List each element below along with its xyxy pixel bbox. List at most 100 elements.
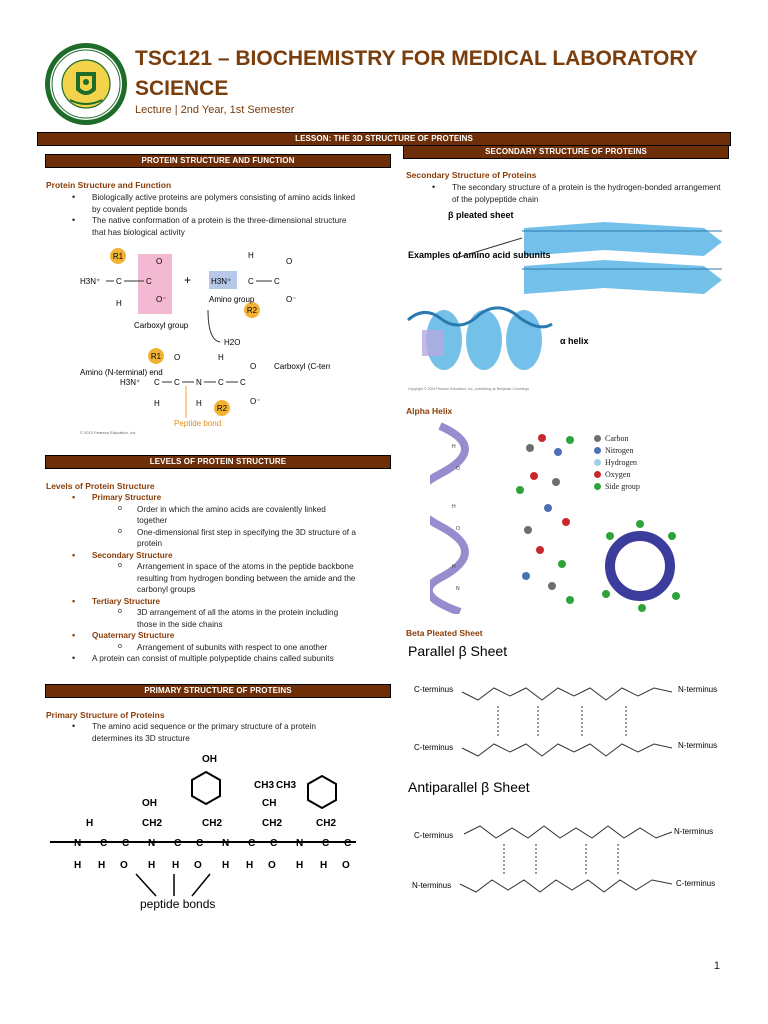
oxygen-dot-icon (594, 470, 601, 478)
page-number: 1 (713, 960, 720, 972)
amino-end-label: Amino (N-terminal) end (80, 368, 163, 377)
n-terminus-label: N-terminus (412, 881, 451, 890)
list-item: Arrangement in space of the atoms in the… (46, 560, 358, 596)
carbon-dot-icon (594, 434, 601, 442)
lesson-bar: LESSON: THE 3D STRUCTURE OF PROTEINS (37, 132, 731, 146)
c-terminus-label: C-terminus (414, 685, 453, 694)
svg-text:H: H (222, 860, 229, 871)
c-terminus-label: C-terminus (676, 879, 715, 888)
svg-text:N: N (296, 838, 303, 849)
side-group-dot-icon (594, 482, 601, 490)
examples-label: Examples of amino acid subunits (408, 250, 551, 260)
svg-text:O: O (456, 526, 460, 532)
svg-text:C: C (270, 838, 277, 849)
svg-text:O: O (120, 860, 128, 871)
ch-label: CH (262, 798, 276, 809)
list-item: Arrangement of subunits with respect to … (46, 641, 358, 654)
svg-text:N: N (74, 838, 81, 849)
h-label: H (218, 353, 224, 362)
list-item: 3D arrangement of all the atoms in the p… (46, 606, 358, 630)
o-label: O (250, 362, 256, 371)
legend-item-oxygen: Oxygen (594, 468, 684, 480)
c-terminus-label: C-terminus (414, 743, 453, 752)
secondary-structure-figure: β pleated sheet Examples of amino acid s… (404, 208, 726, 394)
svg-text:H: H (172, 860, 179, 871)
section-heading-beta-sheet: Beta Pleated Sheet (406, 628, 483, 638)
h-label: H (248, 251, 254, 260)
atom-legend: Carbon Nitrogen Hydrogen Oxygen Side gro… (594, 432, 684, 492)
svg-text:O: O (456, 466, 460, 472)
hydrogen-dot-icon (594, 458, 601, 466)
ch3-label: CH3 (276, 780, 296, 791)
level-tertiary: Tertiary Structure (46, 596, 358, 608)
levels-list: Primary Structure Order in which the ami… (46, 492, 358, 665)
c-label: C (274, 277, 280, 286)
svg-text:N: N (148, 838, 155, 849)
h3n-label: H3N⁺ (211, 277, 231, 286)
c-label: C (146, 277, 152, 286)
h-label: H (116, 299, 122, 308)
legend-item-carbon: Carbon (594, 432, 684, 444)
list-item: The amino acid sequence or the primary s… (46, 721, 356, 744)
o-minus-label: O⁻ (286, 295, 296, 304)
svg-text:H: H (148, 860, 155, 871)
c-terminus-label: C-terminus (414, 831, 453, 840)
h3n-label: H3N⁺ (80, 277, 100, 286)
nitrogen-dot-icon (594, 446, 601, 454)
section-bar-protein-structure: PROTEIN STRUCTURE AND FUNCTION (45, 154, 391, 168)
page-title: TSC121 – BIOCHEMISTRY FOR MEDICAL LABORA… (135, 47, 698, 100)
ch2-label: CH2 (142, 818, 162, 829)
svg-text:C: C (344, 838, 351, 849)
peptide-bond-formation-figure: R1 H3N⁺ C C O O⁻ H Carboxyl group + H3N⁺… (76, 244, 366, 438)
c-label: C (218, 378, 224, 387)
svg-text:H: H (452, 504, 456, 510)
level-quaternary: Quaternary Structure (46, 630, 358, 642)
r2-label: R2 (217, 404, 228, 413)
r1-label: R1 (151, 352, 162, 361)
svg-text:H: H (320, 860, 327, 871)
oh-label: OH (202, 754, 217, 765)
svg-text:H: H (296, 860, 303, 871)
o-label: O (286, 257, 292, 266)
o-minus-label: O⁻ (250, 397, 260, 406)
page-subtitle: Lecture | 2nd Year, 1st Semester (135, 104, 295, 116)
list-item: A protein can consist of multiple polype… (46, 653, 358, 665)
svg-text:N: N (456, 586, 460, 592)
section-heading-levels: Levels of Protein Structure (46, 481, 155, 491)
list-item: The secondary structure of a protein is … (406, 182, 726, 205)
ch2-label: CH2 (316, 818, 336, 829)
section-heading-protein-structure: Protein Structure and Function (46, 180, 172, 190)
legend-item-nitrogen: Nitrogen (594, 444, 684, 456)
level-secondary: Secondary Structure (46, 550, 358, 562)
section-heading-alpha-helix: Alpha Helix (406, 406, 453, 416)
svg-text:N: N (222, 838, 229, 849)
figure-copyright: Copyright © 2004 Pearson Education, Inc.… (408, 387, 529, 391)
o-label: O (156, 257, 162, 266)
o-label: O (174, 353, 180, 362)
svg-text:H: H (246, 860, 253, 871)
svg-text:C: C (122, 838, 129, 849)
legend-item-side-group: Side group (594, 480, 684, 492)
r1-label: R1 (113, 252, 124, 261)
c-label: C (248, 277, 254, 286)
list-item: Order in which the amino acids are coval… (46, 503, 358, 527)
svg-text:O: O (268, 860, 276, 871)
ch3-label: CH3 (254, 780, 274, 791)
svg-text:O: O (194, 860, 202, 871)
carboxyl-end-label: Carboxyl (C-terminal) end (274, 362, 330, 371)
oh-label: OH (142, 798, 157, 809)
c-label: C (240, 378, 246, 387)
list-item: The native conformation of a protein is … (46, 215, 356, 238)
c-label: C (174, 378, 180, 387)
list-item: Biologically active proteins are polymer… (46, 192, 356, 215)
beta-sheet-label: β pleated sheet (448, 210, 514, 220)
n-label: N (196, 378, 202, 387)
svg-text:C: C (100, 838, 107, 849)
svg-text:C: C (248, 838, 255, 849)
c-label: C (116, 277, 122, 286)
plus-label: + (184, 273, 191, 287)
section-heading-secondary: Secondary Structure of Proteins (406, 170, 537, 180)
svg-text:C: C (174, 838, 181, 849)
antiparallel-sheet-title: Antiparallel β Sheet (408, 779, 530, 795)
